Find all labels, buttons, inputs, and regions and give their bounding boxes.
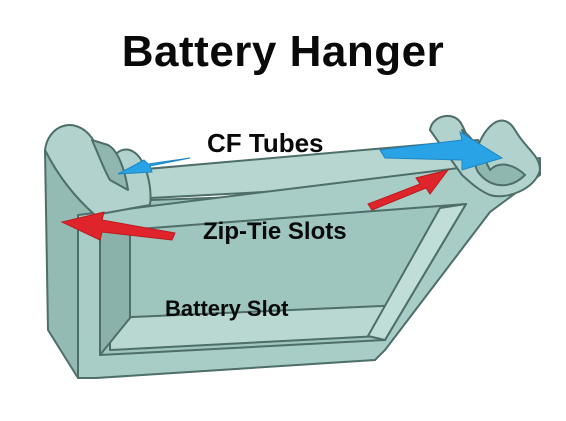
opening-inner-right	[367, 203, 467, 341]
zip-tie-arrow-left	[60, 211, 176, 241]
left-tube-clip	[44, 124, 152, 216]
battery-slot-label: Battery Slot	[165, 296, 289, 321]
cf-tube-arrow-left	[117, 157, 191, 175]
zip-tie-arrow-right	[367, 169, 450, 211]
left-tube-channel	[91, 139, 129, 191]
cf-tube-arrow-right	[379, 130, 504, 171]
callout-arrows	[60, 130, 504, 241]
zip-tie-slots-label: Zip-Tie Slots	[203, 218, 347, 245]
diagram-title: Battery Hanger	[121, 27, 445, 76]
cf-tubes-label: CF Tubes	[207, 128, 324, 158]
battery-hanger-part	[44, 115, 541, 379]
